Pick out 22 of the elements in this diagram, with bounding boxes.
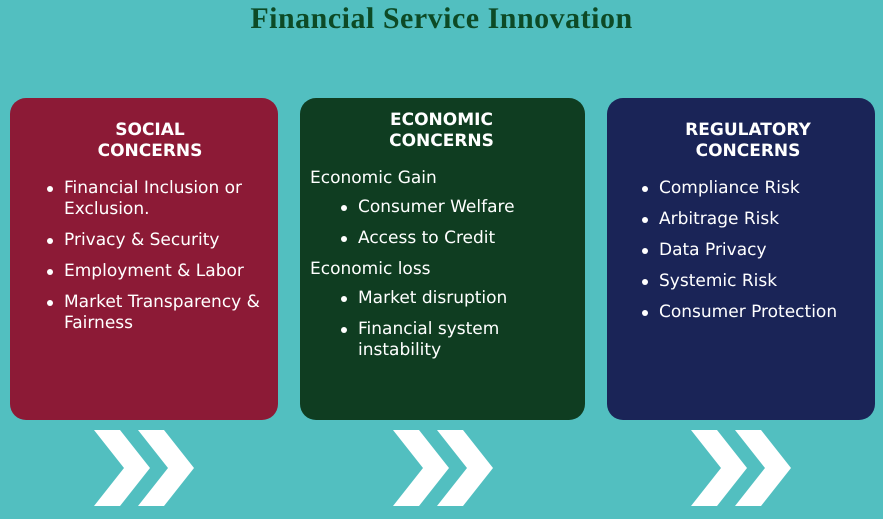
list-item: Arbitrage Risk — [633, 209, 863, 230]
concern-card — [607, 98, 875, 420]
sub-heading: Economic Gain — [310, 168, 438, 189]
list-item: Privacy & Security — [38, 230, 262, 251]
list-item: Systemic Risk — [633, 271, 863, 292]
list-item: Data Privacy — [633, 240, 863, 261]
concern-card — [10, 98, 278, 420]
list-item: Market disruption — [332, 288, 573, 309]
list-item: Consumer Protection — [633, 302, 863, 323]
list-item: Compliance Risk — [633, 178, 863, 199]
title: Financial Service Innovation — [249, 2, 634, 36]
list-item: Employment & Labor — [38, 261, 262, 282]
list-item: Financial system instability — [332, 319, 573, 361]
card-heading: ECONOMIC CONCERNS — [388, 110, 495, 152]
card-heading: SOCIAL CONCERNS — [96, 120, 204, 162]
list-item: Financial Inclusion or Exclusion. — [38, 178, 262, 220]
concern-card — [300, 98, 585, 420]
list-item: Access to Credit — [332, 228, 573, 249]
card-heading: REGULATORY CONCERNS — [684, 120, 812, 162]
list-item: Consumer Welfare — [332, 197, 573, 218]
sub-heading: Economic loss — [310, 259, 432, 280]
list-item: Market Transparency & Fairness — [38, 292, 262, 334]
